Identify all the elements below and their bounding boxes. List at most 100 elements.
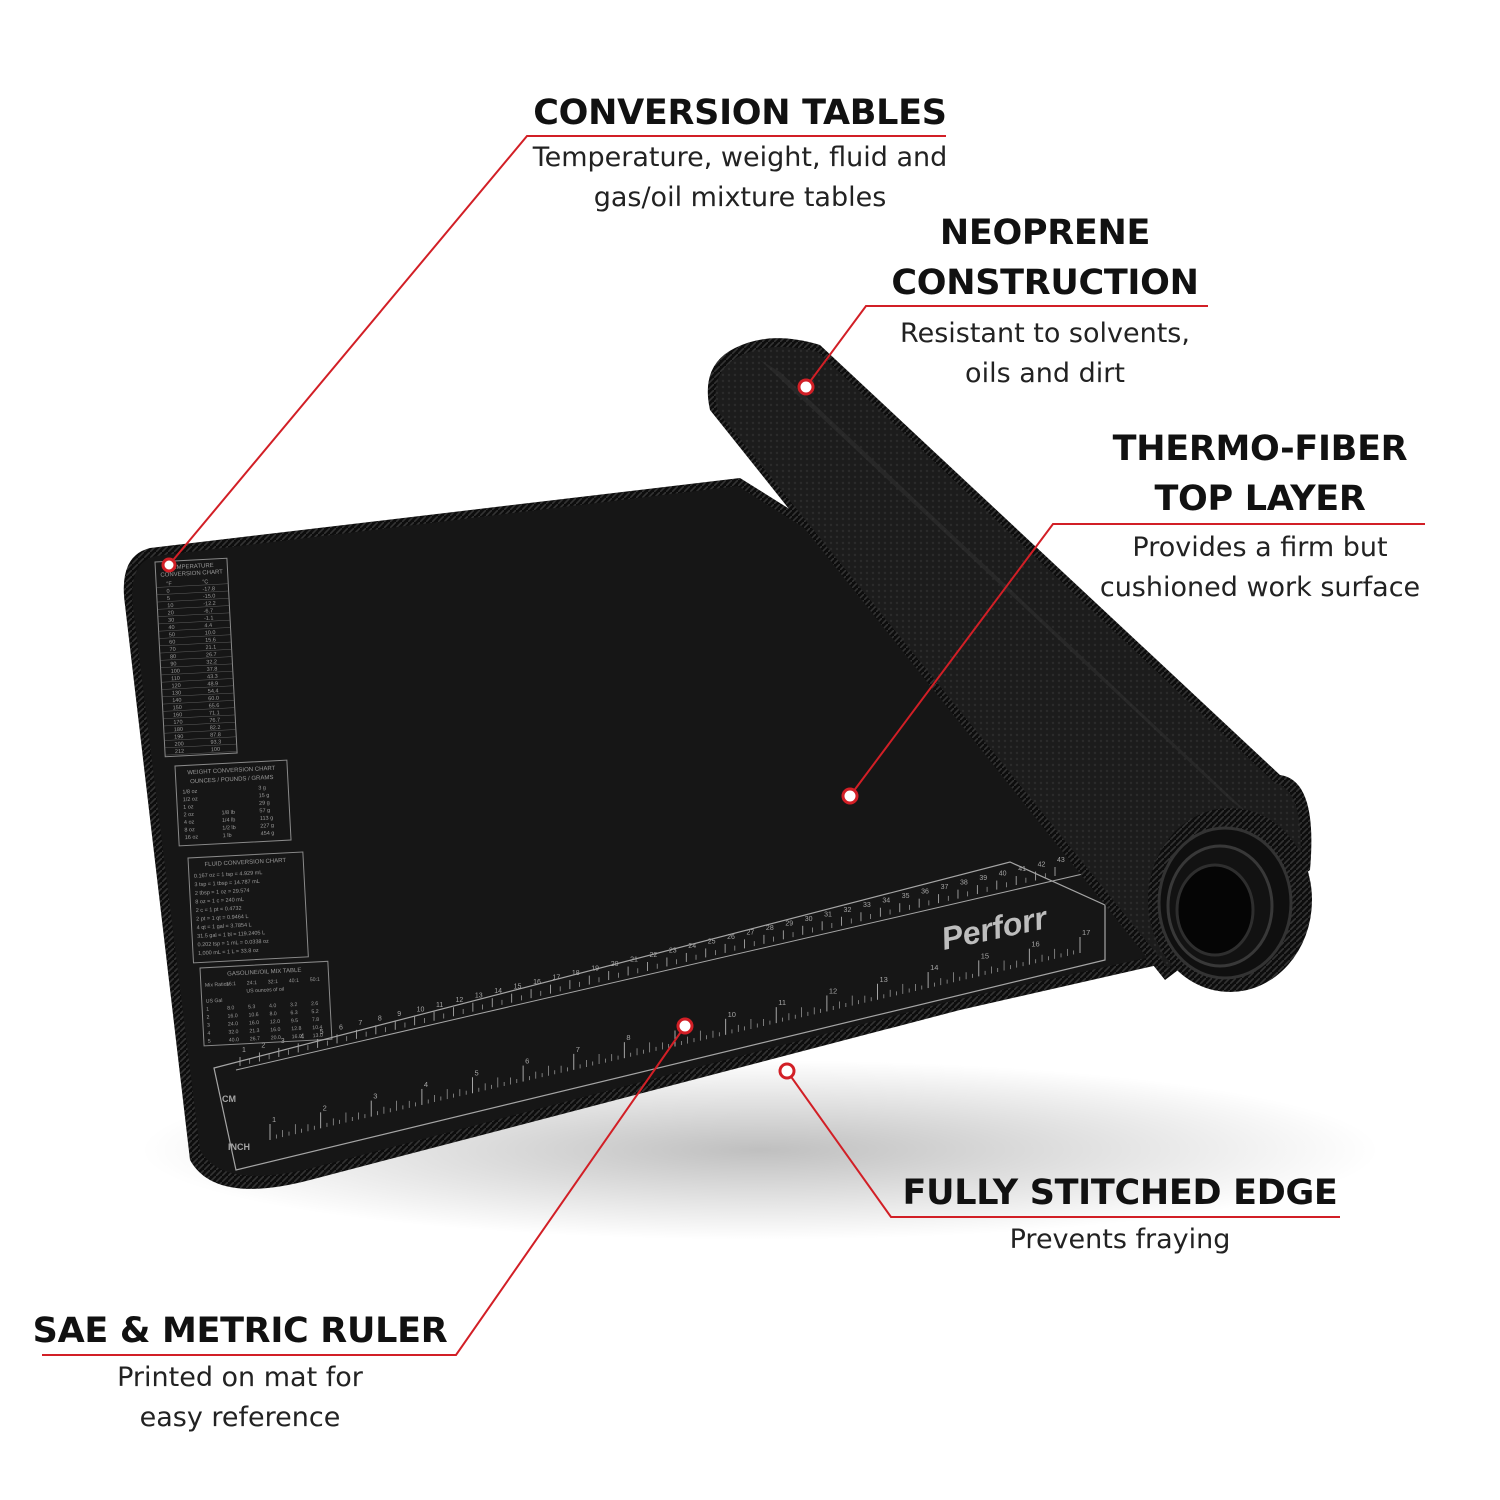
temperature-cell-c: 82.2 <box>210 725 221 732</box>
cm-number: 22 <box>650 952 658 959</box>
callout-neoprene-title-line2: CONSTRUCTION <box>891 263 1199 303</box>
inch-number: 11 <box>778 998 786 1007</box>
gas-oil-cell: 1 <box>206 1007 209 1013</box>
cm-number: 5 <box>320 1029 324 1036</box>
callout-neoprene-desc-line1: Resistant to solvents, <box>900 318 1190 349</box>
gas-oil-cell: 26.7 <box>250 1036 261 1043</box>
cm-number: 7 <box>358 1020 362 1027</box>
inch-number: 2 <box>323 1103 327 1112</box>
cm-number: 8 <box>378 1015 382 1022</box>
inch-number: 10 <box>728 1010 736 1019</box>
cm-number: 30 <box>805 916 813 923</box>
gas-oil-cell: 4.0 <box>269 1003 277 1009</box>
weight-cell: 1/2 lb <box>222 825 236 832</box>
cm-number: 19 <box>591 966 599 973</box>
temperature-table-title-1: TEMPERATURE <box>169 563 214 571</box>
ruler-cm-label: CM <box>222 1094 236 1104</box>
inch-number: 5 <box>475 1068 479 1077</box>
cm-number: 17 <box>552 975 560 982</box>
temperature-cell-c: 26.7 <box>206 652 217 659</box>
inch-number: 16 <box>1031 940 1039 949</box>
cm-number: 12 <box>455 997 463 1004</box>
cm-number: 14 <box>494 988 502 995</box>
leader-thermo-fiber <box>849 523 1425 797</box>
temperature-cell-f: 110 <box>171 676 180 682</box>
temperature-cell-f: 60 <box>169 639 175 645</box>
callout-stitched-edge-desc: Prevents fraying <box>1009 1224 1231 1255</box>
gas-oil-cell: 8.0 <box>269 1011 277 1017</box>
gas-oil-table-title: GASOLINE/OIL MIX TABLE <box>227 968 301 978</box>
weight-cell: 1/8 lb <box>221 810 235 817</box>
temperature-cell-f: 80 <box>170 654 176 660</box>
cm-number: 3 <box>281 1038 285 1045</box>
gas-oil-cell: 21.3 <box>249 1028 260 1035</box>
cm-number: 37 <box>941 884 949 891</box>
gas-oil-cell: US Gal <box>206 998 223 1005</box>
gas-oil-cell: 24.0 <box>228 1021 239 1028</box>
cm-number: 11 <box>436 1002 443 1009</box>
weight-cell: 1 lb <box>223 833 232 839</box>
inch-number: 12 <box>829 986 837 995</box>
temperature-cell-c: 37.8 <box>207 666 218 673</box>
temperature-cell-f: 190 <box>174 734 183 740</box>
gas-oil-cell: 12.8 <box>291 1026 302 1033</box>
printed-rulers: 1234567891011121314151617181920212223242… <box>213 857 1106 1171</box>
weight-cell: 113 g <box>260 815 274 822</box>
cm-number: 36 <box>921 889 929 896</box>
weight-cell: 2 oz <box>183 812 194 819</box>
temperature-cell-f: 20 <box>168 610 174 616</box>
gas-oil-cell: 4 <box>207 1031 210 1037</box>
weight-cell: 57 g <box>259 808 270 815</box>
inch-ruler-border <box>213 861 1106 1171</box>
callout-conversion-tables: CONVERSION TABLES Temperature, weight, f… <box>500 88 980 218</box>
temperature-cell-f: 130 <box>172 690 181 696</box>
temperature-cell-f: °F <box>166 581 173 587</box>
cm-ruler-edge <box>235 869 1101 1071</box>
cm-number: 23 <box>669 947 677 954</box>
cm-number: 33 <box>863 902 871 909</box>
callout-conversion-tables-title: CONVERSION TABLES <box>533 93 947 133</box>
leader-neoprene <box>805 305 1208 388</box>
gas-oil-cell: 5.2 <box>311 1009 319 1015</box>
marker-conversion-tables-icon <box>161 557 177 573</box>
fluid-row: 8 oz = 1 c = 240 mL <box>195 897 244 906</box>
cm-number: 15 <box>514 984 522 991</box>
fluid-row: 1,000 mL = 1 L = 33.8 oz <box>198 948 259 957</box>
roll-end-core <box>1175 863 1255 957</box>
cm-number: 31 <box>824 911 832 918</box>
weight-table-title: WEIGHT CONVERSION CHART <box>187 766 276 777</box>
leader-ruler <box>42 1025 686 1356</box>
weight-cell: 29 g <box>259 800 270 807</box>
gas-oil-header-cell: 16:1 <box>226 981 237 988</box>
callout-thermo-fiber-desc: Provides a firm but cushioned work surfa… <box>1080 528 1440 608</box>
temperature-cell-c: 48.9 <box>207 681 218 688</box>
cm-number: 13 <box>475 993 483 1000</box>
temperature-cell-c: 76.7 <box>209 718 220 725</box>
gas-oil-subheader: US ounces of oil <box>246 987 284 995</box>
gas-oil-cell: 7.8 <box>312 1017 320 1023</box>
marker-stitched-edge-icon <box>778 1062 796 1080</box>
temperature-cell-f: 0 <box>166 589 169 595</box>
marker-thermo-fiber-icon <box>841 787 859 805</box>
temperature-cell-c: -12.2 <box>203 601 216 608</box>
temperature-cell-f: 100 <box>171 668 180 674</box>
gas-oil-cell: 3 <box>207 1023 210 1029</box>
fluid-row: 0.167 oz = 1 tsp = 4.929 mL <box>194 870 263 880</box>
temperature-cell-f: 30 <box>168 618 174 624</box>
fluid-row: 3 tsp = 1 tbsp = 14.787 mL <box>194 879 260 888</box>
inch-number: 6 <box>525 1057 529 1066</box>
temperature-cell-c: 21.1 <box>205 645 216 652</box>
temperature-cell-f: 212 <box>175 749 184 755</box>
callout-neoprene-desc: Resistant to solvents, oils and dirt <box>870 314 1220 394</box>
roll-body <box>715 346 1301 968</box>
weight-cell: 8 oz <box>184 827 195 834</box>
gas-oil-cell: 2.6 <box>311 1001 319 1007</box>
inch-number: 14 <box>930 963 938 972</box>
cm-number: 4 <box>300 1033 304 1040</box>
gas-oil-header-cell: 40:1 <box>289 978 300 985</box>
inch-number: 15 <box>981 951 989 960</box>
callout-stitched-edge: FULLY STITCHED EDGE Prevents fraying <box>890 1168 1350 1260</box>
cm-number: 34 <box>882 898 890 905</box>
